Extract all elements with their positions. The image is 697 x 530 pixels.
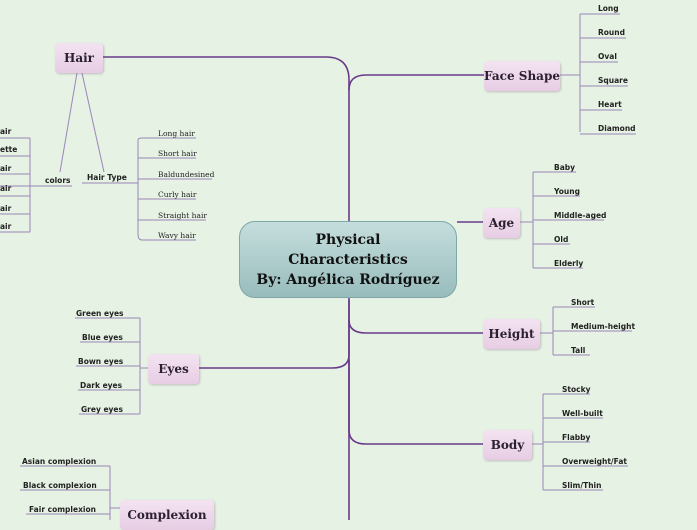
body-item[interactable]: Stocky <box>562 385 591 394</box>
subtopic-colors[interactable]: colors <box>45 176 71 185</box>
face-shape-item[interactable]: Square <box>598 76 628 85</box>
colors-item[interactable]: ette <box>0 145 18 154</box>
topic-eyes[interactable]: Eyes <box>148 354 199 384</box>
hair-type-item[interactable]: Short hair <box>158 149 197 158</box>
leaf-lines <box>0 13 636 520</box>
branch-face-shape <box>348 74 484 91</box>
colors-item[interactable]: air <box>0 222 12 231</box>
complexion-item[interactable]: Fair complexion <box>29 505 96 514</box>
complexion-item[interactable]: Asian complexion <box>22 457 97 466</box>
eyes-item[interactable]: Blue eyes <box>82 333 123 342</box>
complexion-item[interactable]: Black complexion <box>23 481 97 490</box>
height-item[interactable]: Short <box>571 298 595 307</box>
hair-type-item[interactable]: Long hair <box>158 129 195 138</box>
topic-hair[interactable]: Hair <box>55 43 103 73</box>
eyes-item[interactable]: Green eyes <box>76 309 124 318</box>
eyes-item[interactable]: Dark eyes <box>80 381 123 390</box>
colors-item[interactable]: air <box>0 204 12 213</box>
height-item[interactable]: Medium-height <box>571 322 636 331</box>
colors-item[interactable]: air <box>0 184 12 193</box>
hair-type-item[interactable]: Straight hair <box>158 211 207 220</box>
age-item[interactable]: Old <box>554 235 569 244</box>
age-item[interactable]: Baby <box>554 163 576 172</box>
eyes-item[interactable]: Grey eyes <box>81 405 123 414</box>
age-item[interactable]: Middle-aged <box>554 211 607 220</box>
hair-type-item[interactable]: Wavy hair <box>158 231 196 240</box>
main-branches <box>103 56 484 520</box>
colors-item[interactable]: air <box>0 164 12 173</box>
branch-eyes <box>199 300 350 369</box>
face-shape-item[interactable]: Round <box>598 28 625 37</box>
body-item[interactable]: Well-built <box>562 409 603 418</box>
topic-age[interactable]: Age <box>483 208 520 238</box>
subtopic-hair-type[interactable]: Hair Type <box>87 173 127 182</box>
hair-type-item[interactable]: Baldundesined <box>158 170 215 179</box>
age-item[interactable]: Young <box>554 187 580 196</box>
branch-height <box>348 298 483 334</box>
face-shape-item[interactable]: Oval <box>598 52 617 61</box>
topic-face-shape[interactable]: Face Shape <box>484 61 560 91</box>
topic-complexion[interactable]: Complexion <box>120 500 214 530</box>
colors-item[interactable]: air <box>0 127 12 136</box>
face-shape-item[interactable]: Diamond <box>598 124 636 133</box>
topic-height[interactable]: Height <box>483 319 540 349</box>
face-shape-item[interactable]: Long <box>598 4 619 13</box>
central-title-line2: Characteristics <box>288 251 408 268</box>
face-shape-item[interactable]: Heart <box>598 100 622 109</box>
body-item[interactable]: Flabby <box>562 433 591 442</box>
eyes-item[interactable]: Bown eyes <box>78 357 124 366</box>
hair-type-item[interactable]: Curly hair <box>158 190 197 199</box>
age-item[interactable]: Elderly <box>554 259 584 268</box>
central-topic[interactable]: Physical Characteristics By: Angélica Ro… <box>239 221 457 298</box>
body-item[interactable]: Slim/Thin <box>562 481 602 490</box>
height-item[interactable]: Tall <box>571 346 586 355</box>
body-item[interactable]: Overweight/Fat <box>562 457 627 466</box>
topic-body[interactable]: Body <box>483 430 532 460</box>
central-title-line1: Physical <box>315 231 381 248</box>
branch-body <box>348 320 483 445</box>
central-title-line3: By: Angélica Rodríguez <box>256 271 440 288</box>
branch-hair <box>103 56 350 221</box>
